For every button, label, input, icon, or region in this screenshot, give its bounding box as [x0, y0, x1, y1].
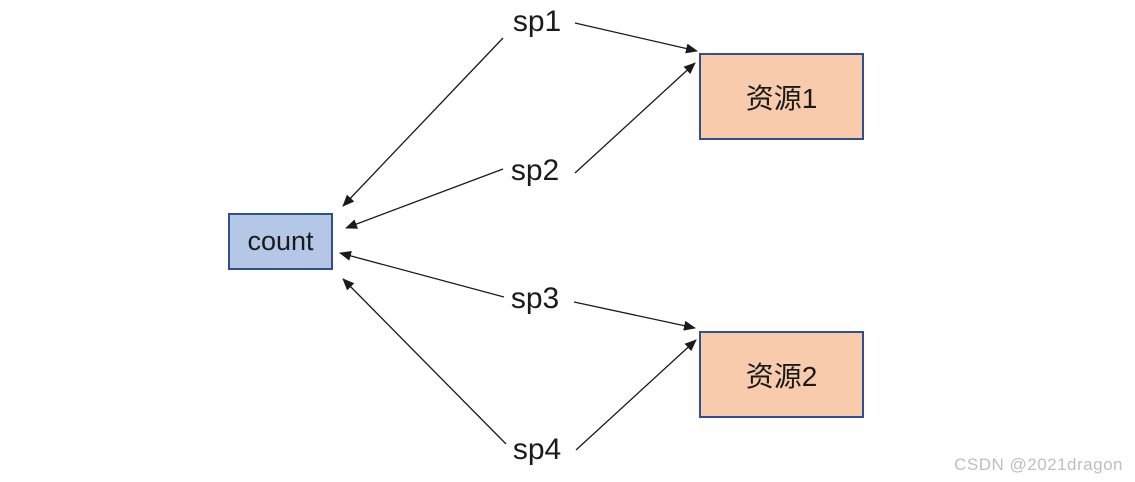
node-resource-2: 资源2 [699, 331, 864, 418]
arrow-sp1-to-count [342, 37, 504, 207]
arrow-sp4-to-res2 [575, 339, 697, 451]
arrow-sp3-to-res2 [573, 301, 696, 331]
node-count-label: count [247, 226, 314, 256]
arrow-sp4-to-count [342, 278, 507, 445]
watermark: CSDN @2021dragon [954, 455, 1123, 474]
arrow-sp3-to-count [339, 251, 505, 298]
node-count: count [228, 213, 333, 270]
node-resource-1: 资源1 [699, 53, 864, 140]
arrow-sp2-to-res1 [574, 62, 696, 174]
node-resource-1-label: 资源1 [745, 82, 818, 114]
label-sp2: sp2 [510, 154, 560, 187]
label-sp1: sp1 [512, 5, 562, 38]
node-resource-2-label: 资源2 [745, 360, 818, 392]
label-sp3: sp3 [510, 282, 560, 315]
arrow-sp2-to-count [345, 168, 504, 229]
label-sp4: sp4 [512, 433, 562, 466]
arrow-sp1-to-res1 [574, 22, 698, 54]
